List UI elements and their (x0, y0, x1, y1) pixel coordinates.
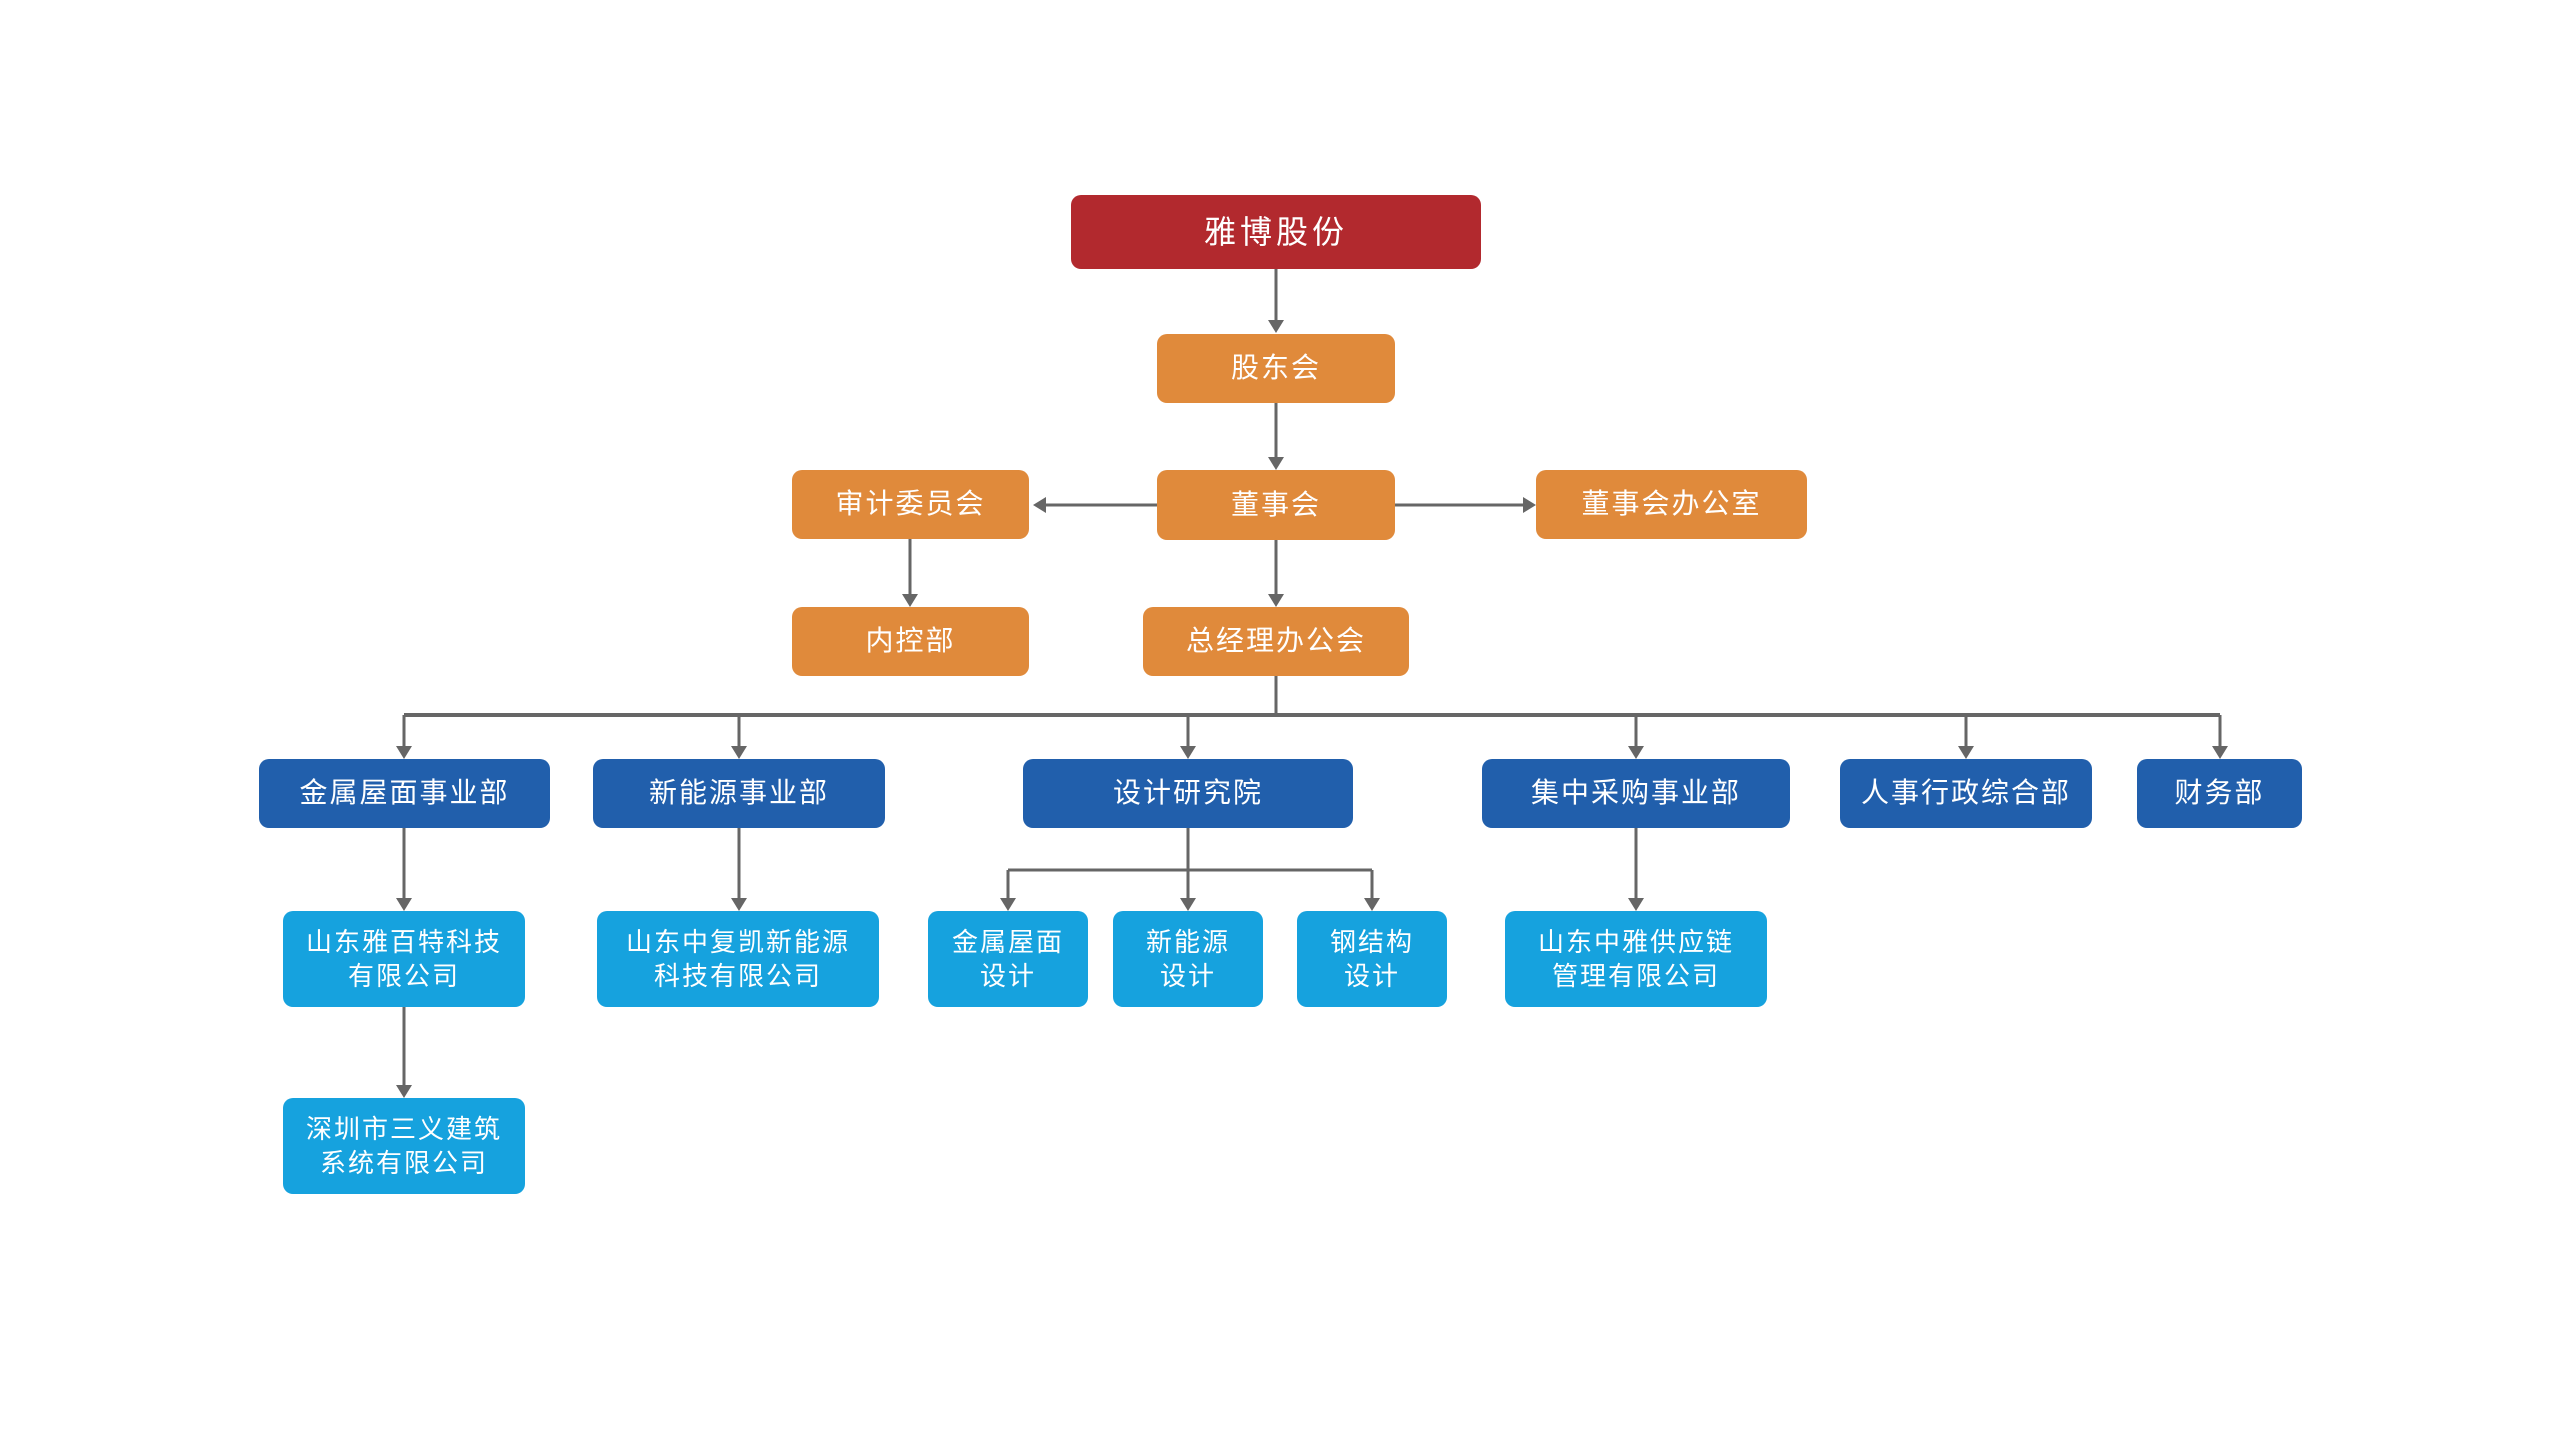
arrow-down-icon (731, 746, 747, 759)
node-zhongya-company: 山东中雅供应链 管理有限公司 (1505, 911, 1767, 1007)
node-board-of-directors: 董事会 (1157, 470, 1395, 540)
arrow-down-icon (1268, 457, 1284, 470)
node-hr-admin-dept: 人事行政综合部 (1840, 759, 2092, 828)
arrow-down-icon (1268, 594, 1284, 607)
edge-bus-to-procurement-division (1628, 715, 1644, 759)
edge-root-to-shareholders (1268, 269, 1284, 333)
node-new-energy-division: 新能源事业部 (593, 759, 885, 828)
node-finance-dept: 财务部 (2137, 759, 2302, 828)
edge-bus-to-new-energy-division (731, 715, 747, 759)
arrow-down-icon (731, 898, 747, 911)
arrow-down-icon (902, 594, 918, 607)
edge-board-to-audit-committee (1033, 497, 1157, 513)
arrow-down-icon (1628, 746, 1644, 759)
arrow-down-icon (1000, 898, 1016, 911)
edge-bus-to-finance (2212, 715, 2228, 759)
edge-audit-to-internal-control (902, 539, 918, 607)
edge-new-energy-to-zhongfukai (731, 828, 747, 911)
node-new-energy-design: 新能源 设计 (1113, 911, 1263, 1007)
arrow-down-icon (2212, 746, 2228, 759)
arrow-down-icon (1628, 898, 1644, 911)
arrow-right-icon (1523, 497, 1536, 513)
node-internal-control-dept: 内控部 (792, 607, 1029, 676)
arrow-down-icon (1180, 746, 1196, 759)
arrow-down-icon (396, 898, 412, 911)
node-metal-roof-design: 金属屋面 设计 (928, 911, 1088, 1007)
node-zhongfukai-company: 山东中复凯新能源 科技有限公司 (597, 911, 879, 1007)
arrow-down-icon (1958, 746, 1974, 759)
node-design-institute: 设计研究院 (1023, 759, 1353, 828)
edge-metal-roof-to-yabaite (396, 828, 412, 911)
edge-board-to-board-office (1395, 497, 1536, 513)
node-company-root: 雅博股份 (1071, 195, 1481, 269)
arrow-down-icon (396, 1085, 412, 1098)
edge-bus-to-design-institute (1180, 715, 1196, 759)
node-sanyi-company: 深圳市三义建筑 系统有限公司 (283, 1098, 525, 1194)
node-metal-roof-division: 金属屋面事业部 (259, 759, 550, 828)
arrow-down-icon (1268, 320, 1284, 333)
edge-board-to-gm-office (1268, 540, 1284, 607)
node-shareholders-meeting: 股东会 (1157, 334, 1395, 403)
node-board-office: 董事会办公室 (1536, 470, 1807, 539)
edge-bus-to-hr-admin (1958, 715, 1974, 759)
edge-subbus-to-new-energy-design (1180, 870, 1196, 911)
edge-bus-to-metal-roof-division (396, 715, 412, 759)
arrow-down-icon (1364, 898, 1380, 911)
node-gm-office: 总经理办公会 (1143, 607, 1409, 676)
node-steel-structure-design: 钢结构 设计 (1297, 911, 1447, 1007)
arrow-left-icon (1033, 497, 1046, 513)
node-yabaite-company: 山东雅百特科技 有限公司 (283, 911, 525, 1007)
edge-procurement-to-zhongya (1628, 828, 1644, 911)
edge-subbus-to-steel-design (1364, 870, 1380, 911)
edge-yabaite-to-sanyi (396, 1007, 412, 1098)
arrow-down-icon (1180, 898, 1196, 911)
edge-shareholders-to-board (1268, 403, 1284, 470)
edge-subbus-to-metal-roof-design (1000, 870, 1016, 911)
arrow-down-icon (396, 746, 412, 759)
node-audit-committee: 审计委员会 (792, 470, 1029, 539)
node-procurement-division: 集中采购事业部 (1482, 759, 1790, 828)
